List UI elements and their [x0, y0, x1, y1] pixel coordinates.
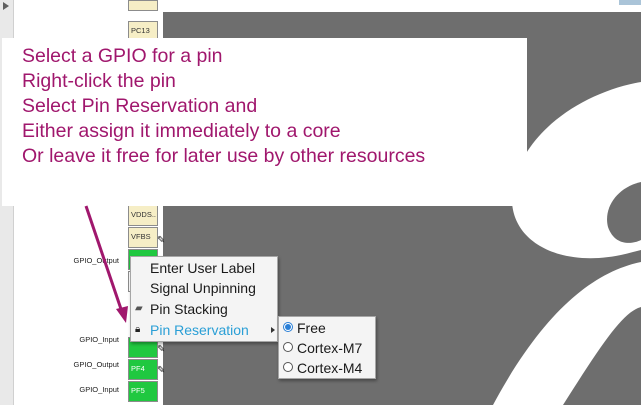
pin-vfbs[interactable]: VFBS [128, 227, 158, 248]
menu-item-enter-user-label[interactable]: Enter User Label [131, 258, 277, 278]
instruction-line: Or leave it free for later use by other … [22, 145, 426, 167]
lock-icon: 🔒︎ [135, 324, 141, 335]
instruction-line: Select Pin Reservation and [22, 95, 258, 117]
scroll-arrow-icon[interactable] [3, 2, 9, 10]
pin-label-gpio-output: GPIO_Output [73, 360, 119, 369]
instruction-line: Right-click the pin [22, 70, 176, 92]
stack-icon: ▰ [135, 303, 143, 314]
st-logo-watermark [493, 82, 641, 405]
instruction-line: Either assign it immediately to a core [22, 120, 341, 142]
pin-pf5[interactable]: PF5 [128, 381, 158, 402]
pin-vdds[interactable]: VDDS.. [128, 205, 158, 226]
menu-item-label: Signal Unpinning [150, 280, 256, 296]
radio-button[interactable] [283, 342, 293, 352]
pin-pinned-icon: ✎ [157, 344, 166, 355]
menu-item-signal-unpinning[interactable]: Signal Unpinning [131, 278, 277, 298]
window-corner [619, 0, 641, 5]
reservation-option-cortex-m4[interactable]: Cortex-M4 [279, 358, 375, 378]
pin-pf4[interactable]: PF4 [128, 359, 158, 380]
pin-pinned-icon: ✎ [157, 235, 166, 246]
pin-label-gpio-input: GPIO_Input [79, 335, 119, 344]
pin-label-gpio-input: GPIO_Input [79, 385, 119, 394]
reservation-option-label: Cortex-M4 [297, 360, 363, 376]
pin-top[interactable] [128, 0, 158, 11]
menu-item-label: Pin Stacking [150, 301, 228, 317]
reservation-option-label: Cortex-M7 [297, 340, 363, 356]
reservation-submenu: Free Cortex-M7 Cortex-M4 [278, 316, 376, 379]
menu-item-pin-reservation[interactable]: 🔒︎ Pin Reservation [131, 320, 277, 340]
instruction-line: Select a GPIO for a pin [22, 45, 223, 67]
menu-item-label: Pin Reservation [150, 322, 249, 338]
pin-pinned-icon: ✎ [157, 365, 166, 376]
submenu-arrow-icon [271, 327, 275, 333]
pin-context-menu: Enter User Label Signal Unpinning ▰ Pin … [130, 256, 278, 342]
radio-button[interactable] [283, 362, 293, 372]
menu-item-pin-stacking[interactable]: ▰ Pin Stacking [131, 299, 277, 319]
reservation-option-cortex-m7[interactable]: Cortex-M7 [279, 338, 375, 358]
pin-label-gpio-output: GPIO_Output [73, 256, 119, 265]
instruction-callout: Select a GPIO for a pin Right-click the … [2, 38, 527, 206]
radio-button[interactable] [283, 322, 293, 332]
top-strip [163, 0, 641, 12]
menu-item-label: Enter User Label [150, 260, 256, 276]
reservation-option-label: Free [297, 320, 326, 336]
reservation-option-free[interactable]: Free [279, 318, 375, 338]
